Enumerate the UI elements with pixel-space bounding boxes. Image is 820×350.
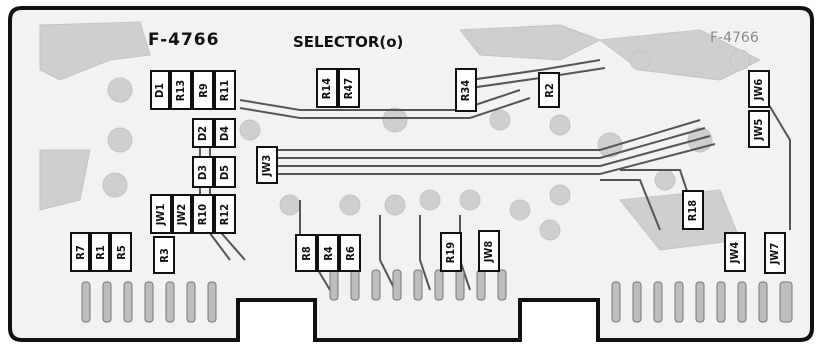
component-JW4: JW4 bbox=[724, 232, 746, 272]
component-R18: R18 bbox=[682, 190, 704, 230]
component-R12: R12 bbox=[214, 194, 236, 234]
component-R7: R7 bbox=[70, 232, 90, 272]
board-part-number: F-4766 bbox=[148, 30, 220, 50]
component-R47: R47 bbox=[338, 68, 360, 108]
component-JW6: JW6 bbox=[748, 70, 770, 108]
component-JW5: JW5 bbox=[748, 110, 770, 148]
component-JW7: JW7 bbox=[764, 232, 786, 274]
component-R4: R4 bbox=[317, 234, 339, 272]
corner-part-number: F-4766 bbox=[710, 30, 759, 46]
component-R6: R6 bbox=[339, 234, 361, 272]
component-R8: R8 bbox=[295, 234, 317, 272]
component-JW1: JW1 bbox=[150, 194, 172, 234]
component-R19: R19 bbox=[440, 232, 462, 272]
component-R5: R5 bbox=[110, 232, 132, 272]
component-R3: R3 bbox=[153, 236, 175, 274]
component-D5: D5 bbox=[214, 156, 236, 188]
component-R14: R14 bbox=[316, 68, 338, 108]
component-R34: R34 bbox=[455, 68, 477, 112]
component-R1: R1 bbox=[90, 232, 110, 272]
component-R9: R9 bbox=[192, 70, 214, 110]
component-JW8: JW8 bbox=[478, 230, 500, 272]
component-D4: D4 bbox=[214, 118, 236, 148]
component-D1: D1 bbox=[150, 70, 170, 110]
component-JW2: JW2 bbox=[172, 194, 192, 234]
component-R2: R2 bbox=[538, 72, 560, 108]
component-R10: R10 bbox=[192, 194, 214, 234]
component-D2: D2 bbox=[192, 118, 214, 148]
component-JW3: JW3 bbox=[256, 146, 278, 184]
component-R13: R13 bbox=[170, 70, 192, 110]
component-R11: R11 bbox=[214, 70, 236, 110]
component-D3: D3 bbox=[192, 156, 214, 188]
board-name: SELECTOR(o) bbox=[293, 33, 404, 51]
